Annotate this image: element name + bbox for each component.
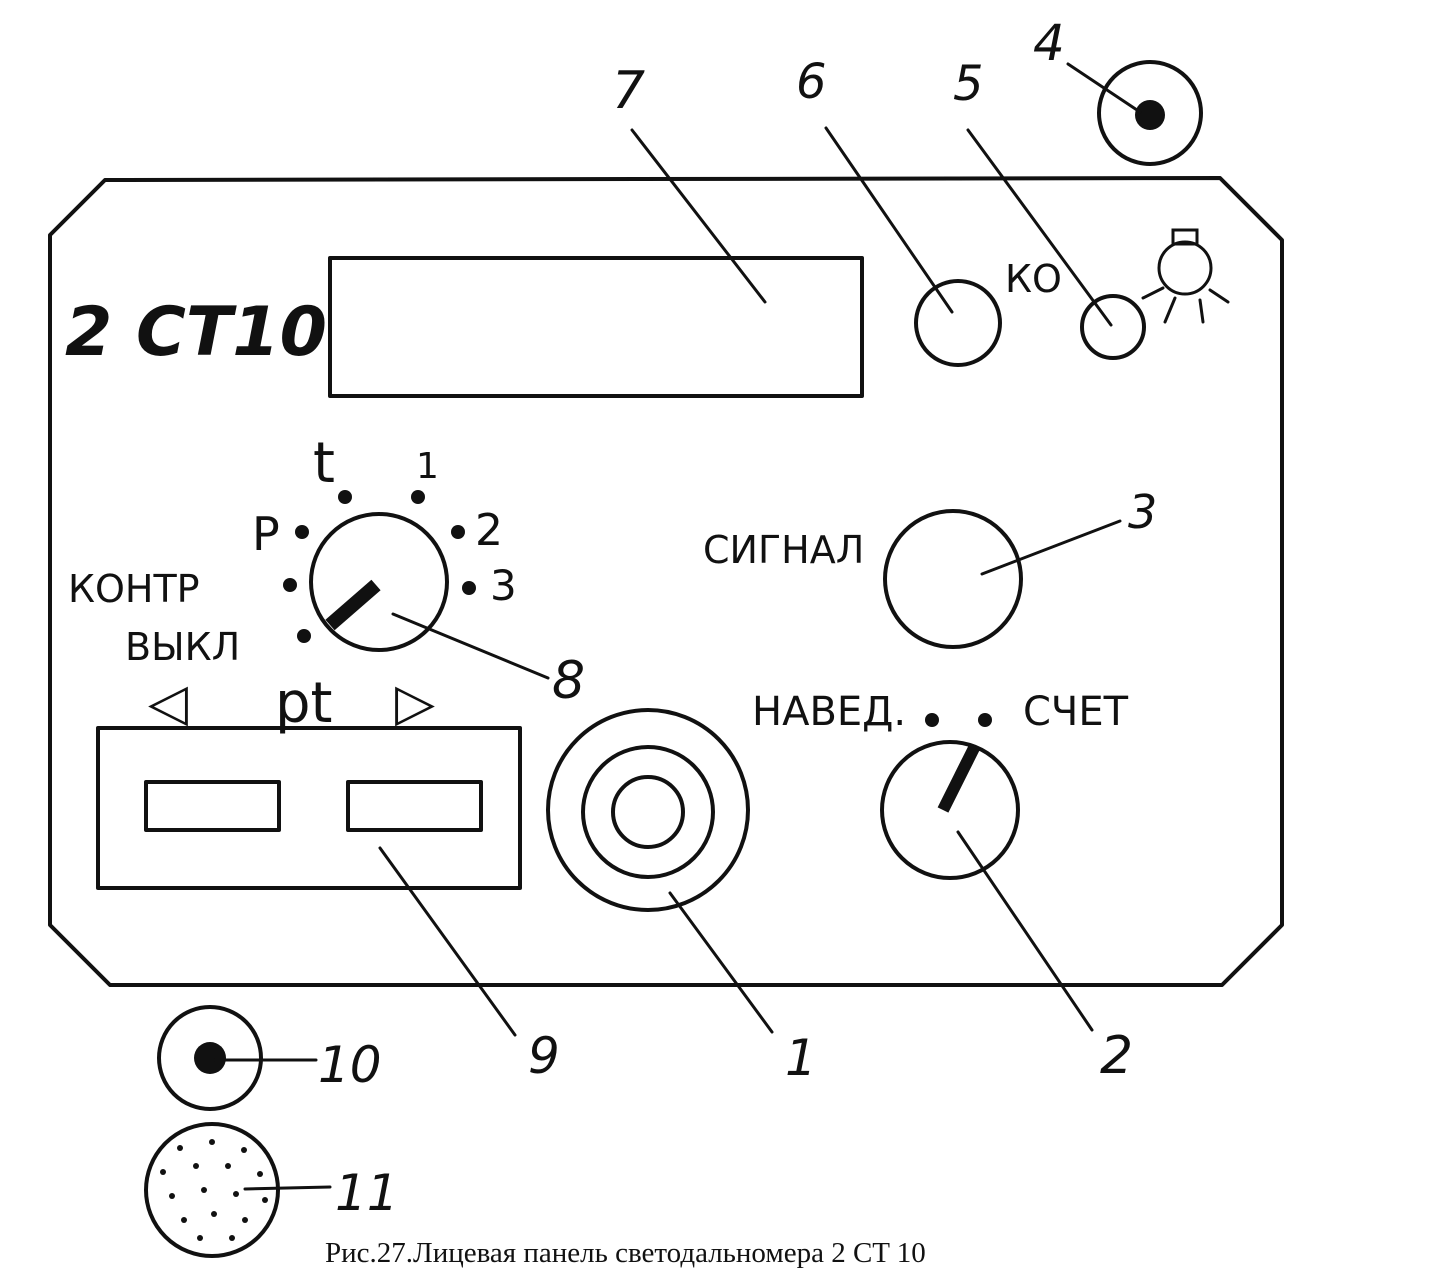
connector-4 bbox=[1097, 60, 1203, 166]
leader-7 bbox=[630, 128, 767, 304]
main-button-outer-ring bbox=[546, 708, 750, 912]
leader-6 bbox=[824, 126, 954, 314]
leader-4 bbox=[1066, 62, 1142, 114]
leader-8 bbox=[391, 612, 550, 680]
kontr-label: КОНТР bbox=[68, 567, 200, 611]
mode-dot-2 bbox=[451, 525, 465, 539]
mode-dot-kontr bbox=[283, 578, 297, 592]
leader-11 bbox=[243, 1185, 332, 1191]
mode-label-3: 3 bbox=[490, 561, 517, 610]
leader-1 bbox=[668, 891, 774, 1034]
figure-caption: Рис.27.Лицевая панель светодальномера 2 … bbox=[325, 1237, 926, 1269]
mode-dot-3 bbox=[462, 581, 476, 595]
pt-button-block bbox=[96, 726, 522, 890]
callout-10: 10 bbox=[318, 1036, 382, 1094]
connector-10-pin bbox=[194, 1042, 226, 1074]
callout-3: 3 bbox=[1128, 485, 1157, 539]
connector-10 bbox=[157, 1005, 263, 1111]
mode-label-1: 1 bbox=[416, 446, 439, 487]
pt-decrease-button[interactable] bbox=[144, 780, 281, 832]
callout-7: 7 bbox=[612, 61, 645, 121]
signal-knob[interactable] bbox=[883, 509, 1023, 649]
ko-label: КО bbox=[1005, 257, 1062, 301]
pt-increase-button[interactable] bbox=[346, 780, 483, 832]
illumination-button[interactable] bbox=[1080, 294, 1146, 360]
mode-label-p: P bbox=[252, 507, 280, 561]
naved-label: НАВЕД. bbox=[752, 689, 906, 735]
callout-6: 6 bbox=[796, 54, 827, 110]
schet-label: СЧЕТ bbox=[1023, 689, 1129, 735]
panel-outline bbox=[48, 176, 1284, 987]
main-button-middle-ring bbox=[581, 745, 715, 879]
callout-9: 9 bbox=[528, 1027, 560, 1085]
callout-11: 11 bbox=[335, 1164, 399, 1222]
leader-5 bbox=[966, 128, 1113, 327]
callout-8: 8 bbox=[552, 651, 585, 711]
leader-3 bbox=[980, 519, 1122, 576]
leader-9 bbox=[378, 846, 517, 1037]
callout-4: 4 bbox=[1033, 14, 1065, 72]
mode-switch-knob[interactable] bbox=[309, 512, 449, 652]
vykl-label: ВЫКЛ bbox=[125, 625, 240, 669]
schet-dot bbox=[978, 713, 992, 727]
main-button[interactable] bbox=[611, 775, 685, 849]
mode-label-t: t bbox=[313, 431, 335, 496]
connector-4-pin bbox=[1135, 100, 1165, 130]
ko-button[interactable] bbox=[914, 279, 1002, 367]
callout-2: 2 bbox=[1100, 1026, 1133, 1086]
mode-dot-t bbox=[338, 490, 352, 504]
arrow-right-icon: ▷ bbox=[395, 673, 435, 733]
callout-1: 1 bbox=[785, 1029, 817, 1087]
pt-label: pt bbox=[275, 671, 333, 736]
speaker-grille bbox=[144, 1122, 280, 1258]
arrow-left-icon: ◁ bbox=[148, 673, 188, 733]
naved-schet-knob[interactable] bbox=[880, 740, 1020, 880]
mode-dot-p bbox=[295, 525, 309, 539]
leader-2 bbox=[956, 830, 1094, 1032]
model-label: 2 CT10 bbox=[65, 293, 327, 372]
mode-dot-1 bbox=[411, 490, 425, 504]
callout-5: 5 bbox=[953, 56, 984, 112]
mode-label-2: 2 bbox=[475, 505, 503, 556]
mode-dot-vykl bbox=[297, 629, 311, 643]
light-bulb-icon bbox=[1141, 228, 1230, 324]
naved-schet-pointer bbox=[937, 743, 981, 813]
display-window bbox=[328, 256, 864, 398]
naved-dot bbox=[925, 713, 939, 727]
mode-switch-pointer bbox=[325, 579, 381, 631]
signal-label: СИГНАЛ bbox=[703, 528, 864, 572]
